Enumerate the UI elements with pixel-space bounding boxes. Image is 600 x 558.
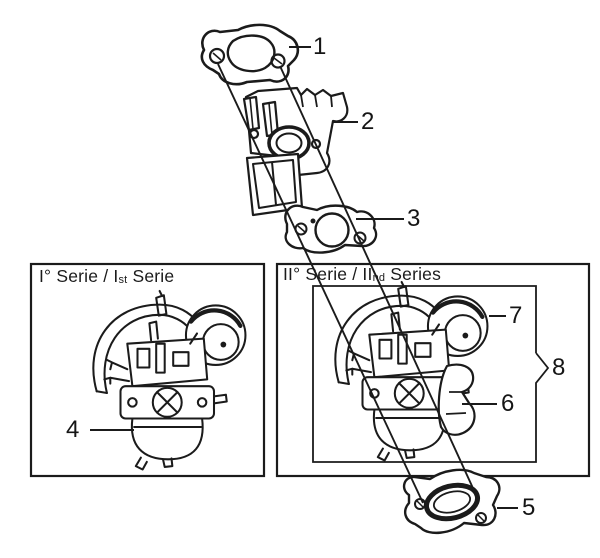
gasket-bottom-drawing (402, 468, 501, 535)
callout-8: 8 (552, 354, 566, 381)
leader-lines (90, 45, 518, 510)
callout-6: 6 (501, 390, 515, 417)
series-boxes (29, 262, 591, 478)
gasket-middle-drawing (284, 204, 378, 254)
serie2-title-suffix: Series (385, 264, 442, 284)
callout-7: 7 (509, 302, 523, 329)
gasket-top-drawing (200, 23, 300, 86)
callout-3: 3 (407, 205, 421, 232)
serie2-title-subscript: nd (372, 272, 386, 284)
serie1-title: I° Serie / Ist Serie (39, 266, 175, 286)
pump-housing-drawing (437, 363, 476, 436)
serie2-inner-box (312, 285, 550, 463)
callout-4: 4 (66, 416, 80, 443)
carburetor-serie2-drawing (335, 282, 487, 461)
callout-5: 5 (522, 494, 536, 521)
alignment-line-left (217, 63, 424, 504)
serie1-title-text: I° Serie / I (39, 266, 119, 286)
insulator-bracket-drawing (242, 86, 349, 217)
serie2-title: II° Serie / IInd Series (283, 264, 442, 284)
serie1-title-suffix: Serie (127, 266, 175, 286)
carburetor-serie1-drawing (93, 291, 245, 470)
callout-2: 2 (361, 108, 375, 135)
serie1-box (29, 262, 266, 478)
callout-1: 1 (313, 33, 327, 60)
alignment-lines (217, 63, 478, 504)
serie1-title-subscript: st (118, 274, 128, 286)
serie2-title-text: II° Serie / II (283, 264, 373, 284)
alignment-line-right (279, 65, 478, 498)
